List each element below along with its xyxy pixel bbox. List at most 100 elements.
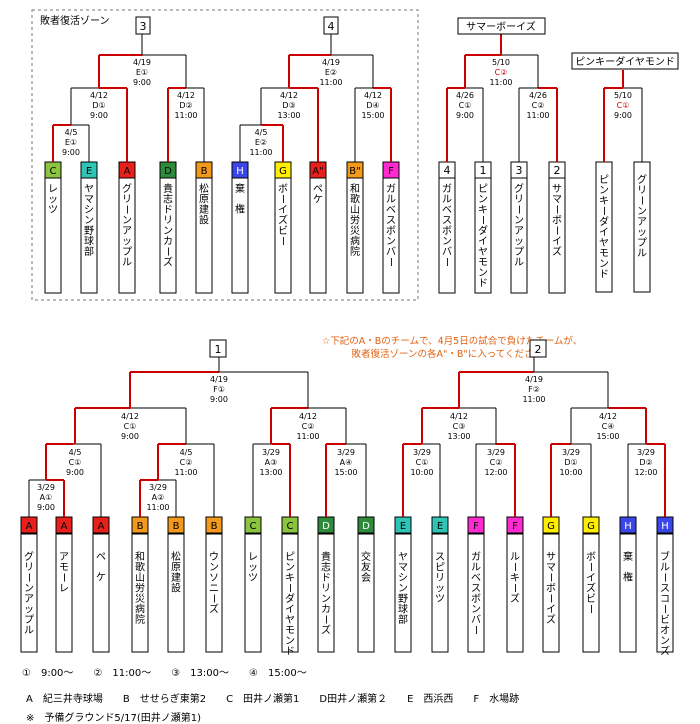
svg-text:ッ: ッ [514,237,524,248]
lz-team-name-5: 棄権 [235,182,245,216]
main-code-9: D [362,521,370,532]
match-label-lz_5-1: E② [255,138,267,147]
svg-text:ズ: ズ [209,603,219,616]
match-label-lz_1-2: 9:00 [62,148,80,157]
svg-text:レ: レ [248,552,258,563]
svg-text:グ: グ [514,182,524,195]
svg-text:ッ: ッ [248,563,258,574]
svg-text:ヤ: ヤ [398,552,408,563]
match-label-s_1-1: C① [459,101,472,110]
bracket-3-box [135,16,151,35]
svg-text:ス: ス [471,584,481,595]
svg-text:ル: ル [122,258,132,269]
match-label-m_7-1: A④ [340,458,353,467]
match-label-s_3-1: C② [495,68,508,77]
bracket-2-box [529,339,547,358]
main-code-12: F [473,521,479,532]
svg-text:ブ: ブ [660,550,670,563]
main-team-box-2 [92,533,110,653]
svg-text:権: 権 [623,571,633,584]
svg-text:ル: ル [510,552,520,563]
svg-text:ー: ー [470,625,481,635]
svg-text:原: 原 [171,562,181,574]
svg-text:ア: ア [59,552,69,563]
svg-text:ニ: ニ [209,584,219,595]
svg-text:院: 院 [135,613,145,626]
lz-team-box-9 [382,177,400,294]
main-team-box-1 [55,533,73,653]
match-label-lz_2-2: 9:00 [90,111,108,120]
svg-text:ー: ー [208,594,219,604]
svg-text:キ: キ [478,205,488,216]
svg-text:プ: プ [122,246,132,258]
match-label-s_2-1: C② [532,101,545,110]
summer-num-3: 2 [554,164,561,177]
lz-team-name-0: レッツ [48,184,58,216]
svg-text:ン: ン [24,584,34,595]
bracket-4-label: 4 [328,20,335,33]
match-label-m_15-1: C④ [602,422,615,431]
summer-num-1: 1 [480,164,487,177]
svg-text:野: 野 [398,593,408,605]
svg-text:キ: キ [285,573,295,584]
svg-text:ッ: ッ [435,584,445,595]
match-label-m_11-0: 3/29 [487,448,505,457]
main-team-name-2: ペケ [96,552,106,584]
svg-text:ズ: ズ [586,582,596,595]
match-label-lz_3-2: 11:00 [174,111,197,120]
revival-zone-title: 敗者復活ゾーン [40,14,110,27]
main-code-7: C [287,521,294,532]
match-label-lz_5-2: 11:00 [249,148,272,157]
main-team-box-3 [131,533,149,653]
svg-text:棄: 棄 [235,182,245,195]
svg-text:モ: モ [478,258,488,269]
match-label-m_6-1: A③ [265,458,278,467]
svg-text:リ: リ [637,186,647,197]
svg-text:シ: シ [84,205,94,216]
svg-text:ガ: ガ [471,551,481,563]
main-team-name-6: レッツ [248,552,258,584]
svg-text:和: 和 [350,183,360,195]
match-label-m_2-1: C① [69,458,82,467]
svg-text:松: 松 [171,550,181,563]
summer-team-name-1: ピンキーダイヤモンド [477,183,489,290]
svg-text:ド: ド [599,270,609,281]
main-team-box-11 [431,533,449,653]
pinky-title-box [571,52,679,70]
match-label-m_3-0: 3/29 [149,483,167,492]
lz-team-box-7 [309,177,327,294]
match-label-m_7-2: 15:00 [334,468,357,477]
match-label-m_16-0: 4/19 [525,375,543,384]
svg-text:ー: ー [545,594,556,604]
match-label-m_1-0: 3/29 [37,483,55,492]
lz-code-8: B" [349,166,360,177]
svg-text:ド: ド [163,205,173,216]
match-label-m_8-0: 4/12 [299,412,317,421]
match-label-s_1-2: 9:00 [456,111,474,120]
svg-text:ベ: ベ [442,204,452,216]
match-label-lz_1-0: 4/5 [65,128,78,137]
main-code-10: E [400,521,406,532]
main-team-box-17 [656,533,674,653]
svg-text:歌: 歌 [350,193,360,206]
svg-text:リ: リ [122,195,132,206]
summer-team-name-3: サマーボーイズ [551,183,563,258]
svg-text:プ: プ [514,246,524,258]
match-label-m_14-0: 3/29 [637,448,655,457]
svg-text:ヤ: ヤ [285,615,295,626]
match-label-m_15-0: 4/12 [599,412,617,421]
svg-text:建: 建 [171,571,181,584]
svg-text:ー: ー [636,196,647,206]
lz-code-3: D [164,166,172,177]
svg-text:野: 野 [84,225,94,237]
svg-text:ボ: ボ [552,215,562,227]
svg-text:リ: リ [163,216,173,227]
svg-text:志: 志 [321,561,331,574]
svg-text:院: 院 [350,245,360,258]
